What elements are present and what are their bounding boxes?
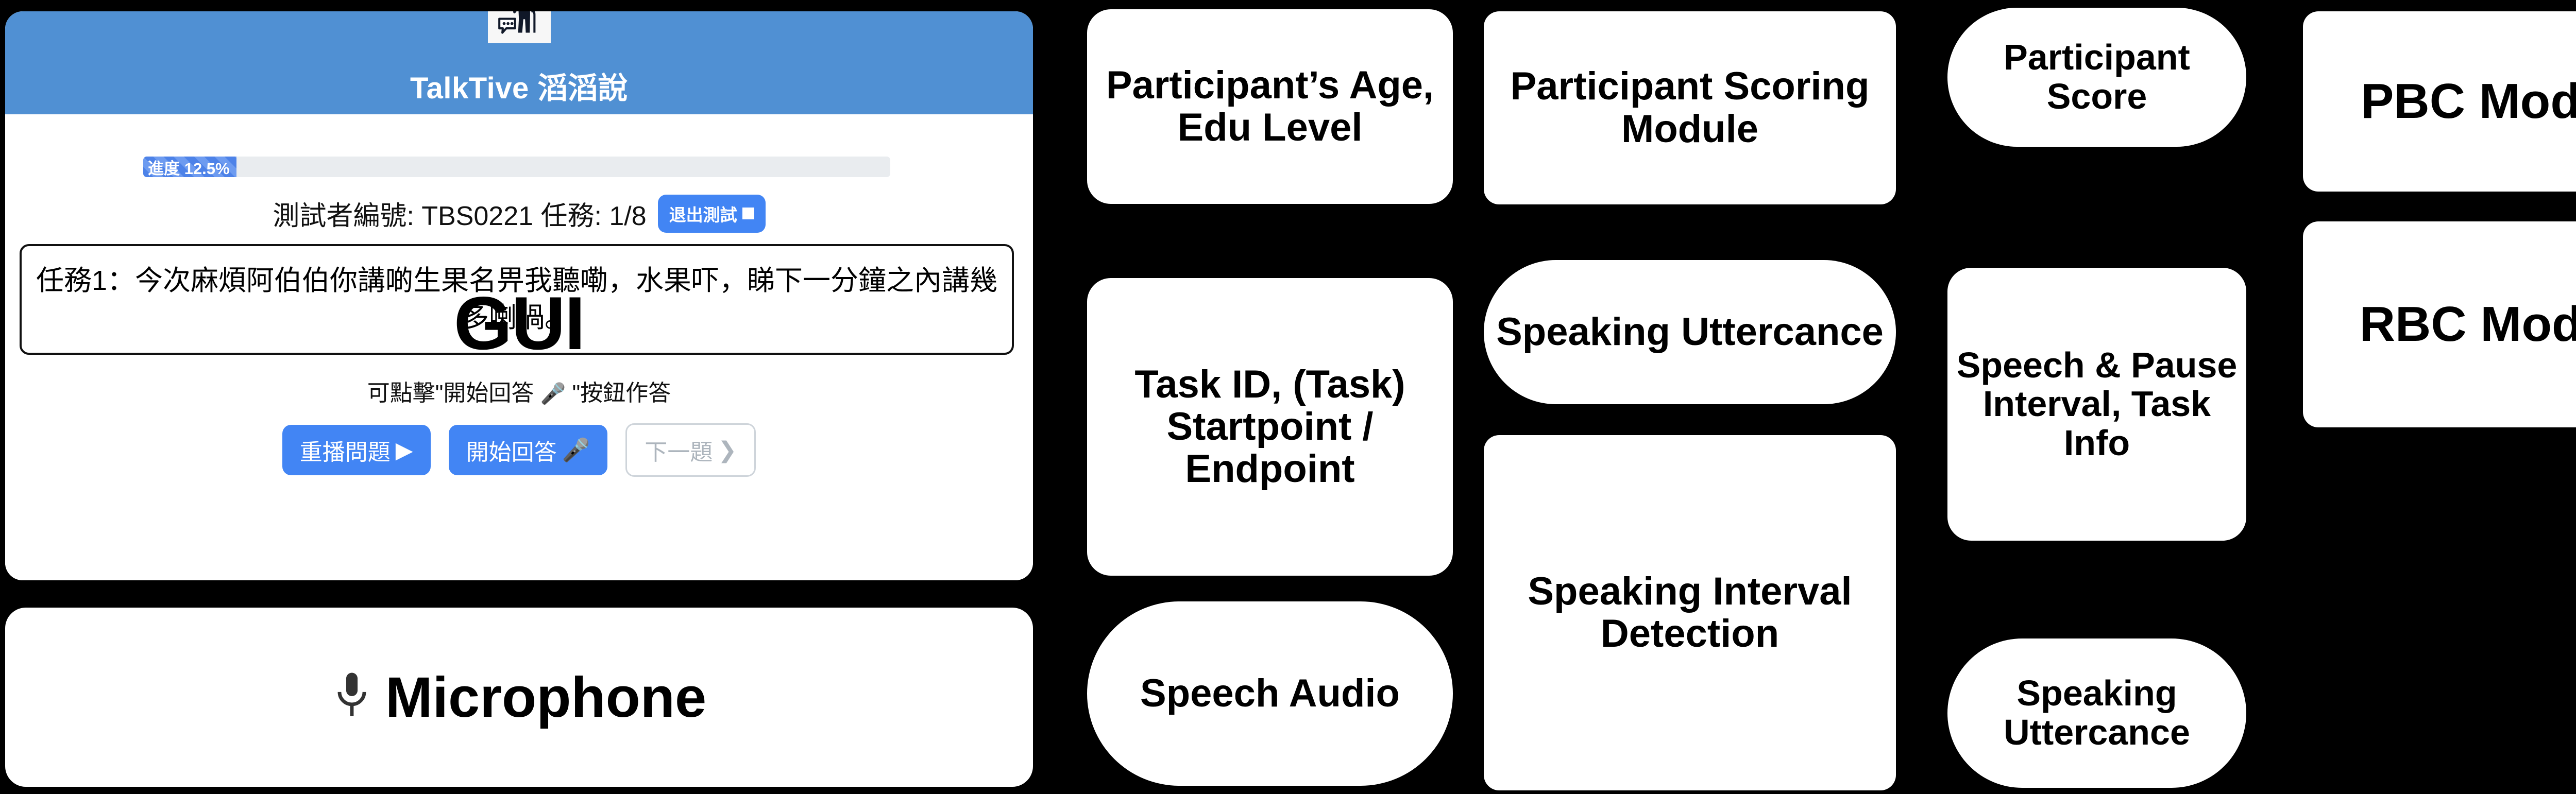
- node-participant-scoring-module: Participant Scoring Module: [1484, 11, 1896, 204]
- microphone-icon: 🎤: [562, 438, 590, 463]
- node-participant-age-edu: Participant’s Age, Edu Level: [1087, 9, 1453, 204]
- node-speaking-uttercance-2: Speaking Uttercance: [1947, 638, 2246, 788]
- start-answer-label: 開始回答: [466, 440, 557, 465]
- node-speaking-interval-detection: Speaking Interval Detection: [1484, 435, 1896, 790]
- play-icon: ▶: [395, 437, 413, 463]
- gui-body: 進度 12.5% 測試者編號: TBS0221 任務: 1/8 退出測試 任務1…: [5, 114, 1033, 580]
- app-title: TalkTive 滔滔說: [410, 72, 628, 105]
- node-pbc-module: PBC Module: [2303, 11, 2576, 192]
- start-answer-button[interactable]: 開始回答 🎤: [448, 425, 608, 475]
- microphone-icon: [332, 668, 372, 727]
- gui-panel: TalkTive 滔滔說 進度 12.5% 測試者編號: TBS0221 任務:…: [5, 11, 1033, 580]
- stop-square-icon: [742, 208, 754, 219]
- talktive-logo-icon: [487, 11, 551, 43]
- participant-meta-text: 測試者編號: TBS0221 任務: 1/8: [273, 201, 647, 231]
- node-task-id: Task ID, (Task) Startpoint / Endpoint: [1087, 278, 1453, 576]
- participant-meta-row: 測試者編號: TBS0221 任務: 1/8 退出測試: [5, 194, 1033, 233]
- progress-bar-fill: 進度 12.5%: [143, 157, 237, 177]
- chevron-right-icon: ❯: [718, 437, 737, 463]
- task-prompt-box: 任務1：今次麻煩阿伯伯你講啲生果名畀我聽嘞，水果吓，睇下一分鐘之內講幾多喇喎。: [20, 244, 1014, 355]
- node-rbc-module: RBC Module: [2303, 221, 2576, 427]
- answer-hint-text: 可點擊"開始回答 🎤 "按鈕作答: [5, 374, 1033, 407]
- gui-button-row: 重播問題 ▶ 開始回答 🎤 下一題 ❯: [5, 423, 1033, 477]
- gui-header: TalkTive 滔滔說: [5, 11, 1033, 114]
- task-prompt-text: 任務1：今次麻煩阿伯伯你講啲生果名畀我聽嘞，水果吓，睇下一分鐘之內講幾多喇喎。: [36, 265, 998, 333]
- answer-hint-prefix: 可點擊"開始回答: [367, 381, 534, 406]
- node-speaking-uttercance-1: Speaking Uttercance: [1484, 260, 1896, 404]
- node-speech-audio: Speech Audio: [1087, 601, 1453, 786]
- node-speech-pause-interval: Speech & Pause Interval, Task Info: [1947, 268, 2246, 541]
- next-question-label: 下一題: [645, 440, 713, 465]
- microphone-icon: 🎤: [540, 383, 566, 405]
- replay-question-button[interactable]: 重播問題 ▶: [282, 425, 431, 475]
- microphone-panel: Microphone: [5, 608, 1033, 787]
- replay-question-label: 重播問題: [299, 440, 391, 465]
- exit-test-label: 退出測試: [669, 205, 737, 225]
- node-participant-score: Participant Score: [1947, 8, 2246, 147]
- microphone-label: Microphone: [385, 665, 707, 729]
- answer-hint-suffix: "按鈕作答: [572, 381, 671, 406]
- progress-bar: 進度 12.5%: [143, 157, 890, 177]
- next-question-button[interactable]: 下一題 ❯: [625, 423, 756, 477]
- exit-test-button[interactable]: 退出測試: [657, 194, 766, 233]
